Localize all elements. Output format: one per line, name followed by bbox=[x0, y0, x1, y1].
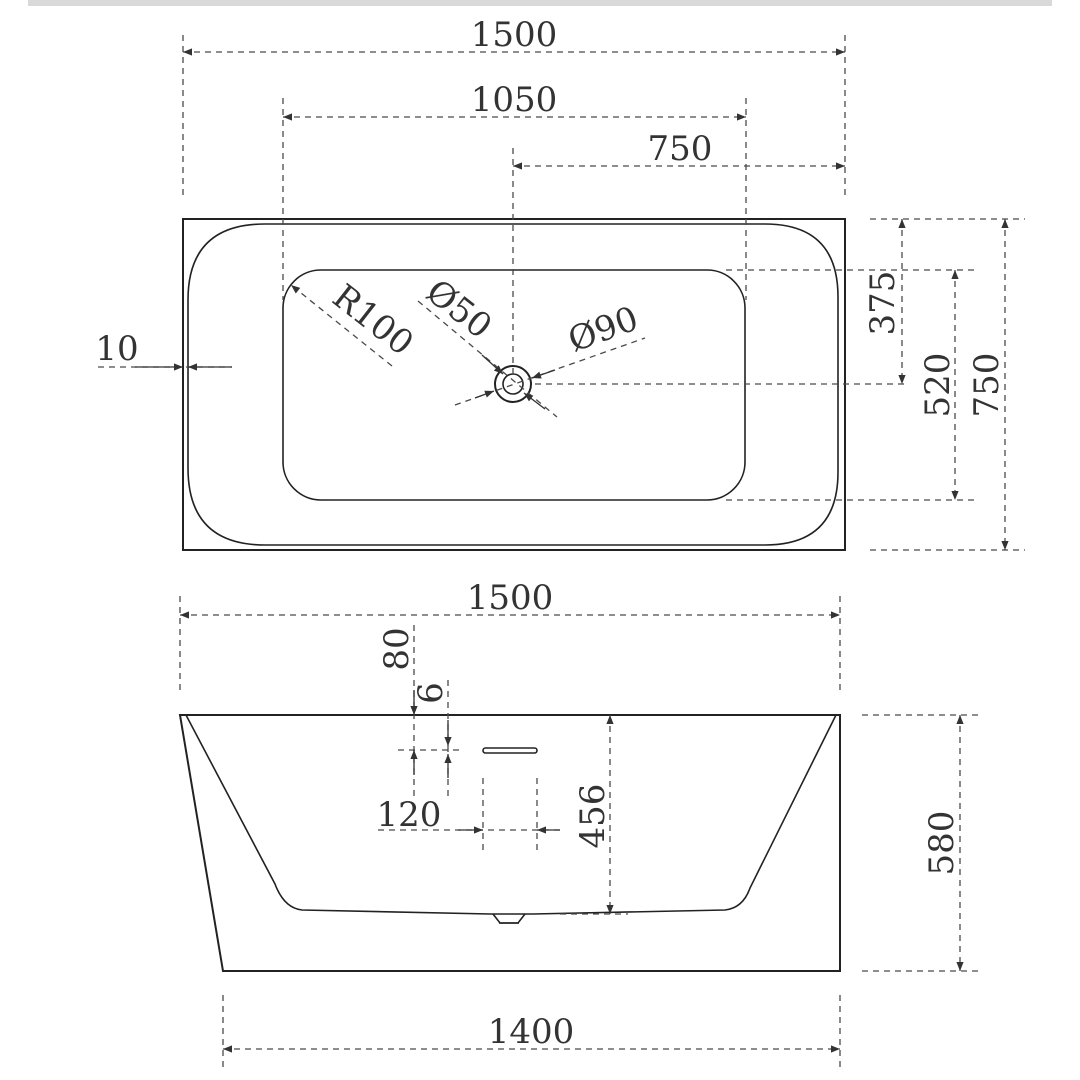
arrow-d50-b bbox=[523, 392, 546, 410]
side-outer-shell bbox=[178, 714, 841, 972]
label-overflow-from-top: 80 bbox=[377, 627, 417, 670]
label-overflow-slot-height: 6 bbox=[411, 682, 451, 704]
label-overall-height: 580 bbox=[922, 811, 962, 876]
label-drain-small-diameter: Ø50 bbox=[418, 272, 499, 347]
header-bar bbox=[28, 0, 1052, 6]
leader-d50 bbox=[417, 300, 558, 418]
label-drain-offset-y: 375 bbox=[863, 271, 903, 336]
arrow-d50-a bbox=[481, 354, 504, 375]
label-base-length: 1400 bbox=[488, 1012, 575, 1052]
arrow-d90-b bbox=[531, 369, 556, 379]
side-view: 1500 80 6 120 456 580 1400 bbox=[178, 578, 978, 1068]
side-waste-fitting bbox=[492, 913, 526, 924]
label-overall-width: 750 bbox=[967, 353, 1007, 418]
label-inner-length: 1050 bbox=[471, 80, 558, 120]
label-inner-width: 520 bbox=[918, 353, 958, 418]
side-inner-profile bbox=[185, 714, 837, 915]
label-inner-depth: 456 bbox=[573, 784, 613, 849]
drain-inner-circle bbox=[502, 373, 524, 395]
arrow-d90-a bbox=[474, 390, 495, 399]
label-overall-length-top: 1500 bbox=[471, 15, 558, 55]
top-inner-bowl bbox=[282, 269, 746, 501]
label-overall-length-side: 1500 bbox=[467, 578, 554, 618]
top-rim-outline bbox=[187, 223, 839, 546]
label-drain-offset-x: 750 bbox=[648, 129, 713, 169]
label-rim-thickness: 10 bbox=[95, 329, 138, 369]
overflow-slot bbox=[482, 747, 538, 754]
label-drain-large-diameter: Ø90 bbox=[563, 299, 644, 361]
drain-outer-circle bbox=[494, 365, 532, 403]
top-view: 1500 1050 750 10 R100 Ø50 Ø90 375 520 75… bbox=[95, 15, 1025, 551]
label-overflow-slot-width: 120 bbox=[377, 795, 442, 835]
